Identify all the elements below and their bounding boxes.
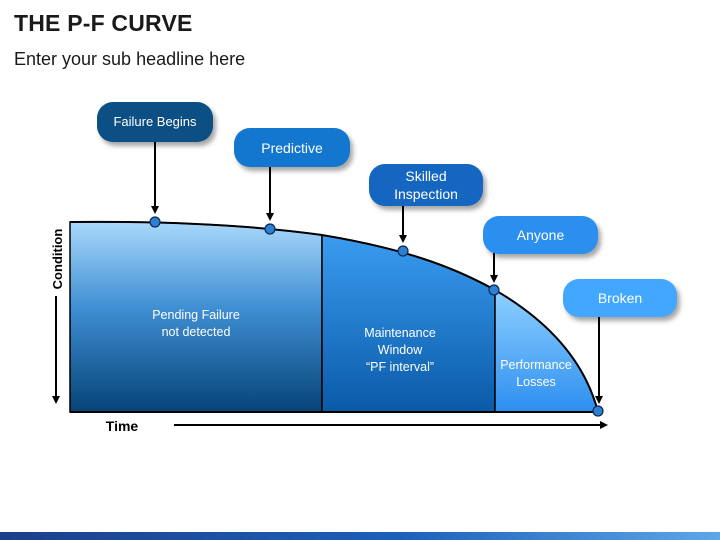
region-maintenance-window [321,234,496,413]
region-label-perf-line2: Losses [516,375,556,389]
callout-anyone: Anyone [483,216,598,254]
point-broken [592,405,604,417]
region-label-maint-line3: “PF interval” [366,360,434,374]
callout-skilled-inspection: Skilled Inspection [369,164,483,206]
region-label-maint-line1: Maintenance [364,326,436,340]
callout-skilled-label-line2: Inspection [394,186,458,202]
x-axis-label: Time [106,418,139,434]
callout-failure-begins-label: Failure Begins [113,114,197,129]
callout-broken: Broken [563,279,677,317]
region-label-pending-line1: Pending Failure [152,308,240,322]
callout-failure-begins: Failure Begins [97,102,213,142]
point-anyone [488,284,500,296]
region-label-maint-line2: Window [378,343,423,357]
footer-bar [0,532,720,540]
region-label-pending-line2: not detected [162,325,231,339]
callout-predictive: Predictive [234,128,350,167]
point-skilled-inspection [397,245,409,257]
page-title: THE P-F CURVE [14,10,193,36]
point-failure-begins [149,216,161,228]
callout-predictive-label: Predictive [261,139,323,156]
y-axis-label: Condition [50,229,65,290]
callout-anyone-label: Anyone [516,227,565,243]
region-label-perf-line1: Performance [500,358,572,372]
callout-broken-label: Broken [597,290,643,306]
point-predictive [264,223,276,235]
callout-skilled-label-line1: Skilled [405,168,447,184]
page-subtitle: Enter your sub headline here [14,49,246,69]
